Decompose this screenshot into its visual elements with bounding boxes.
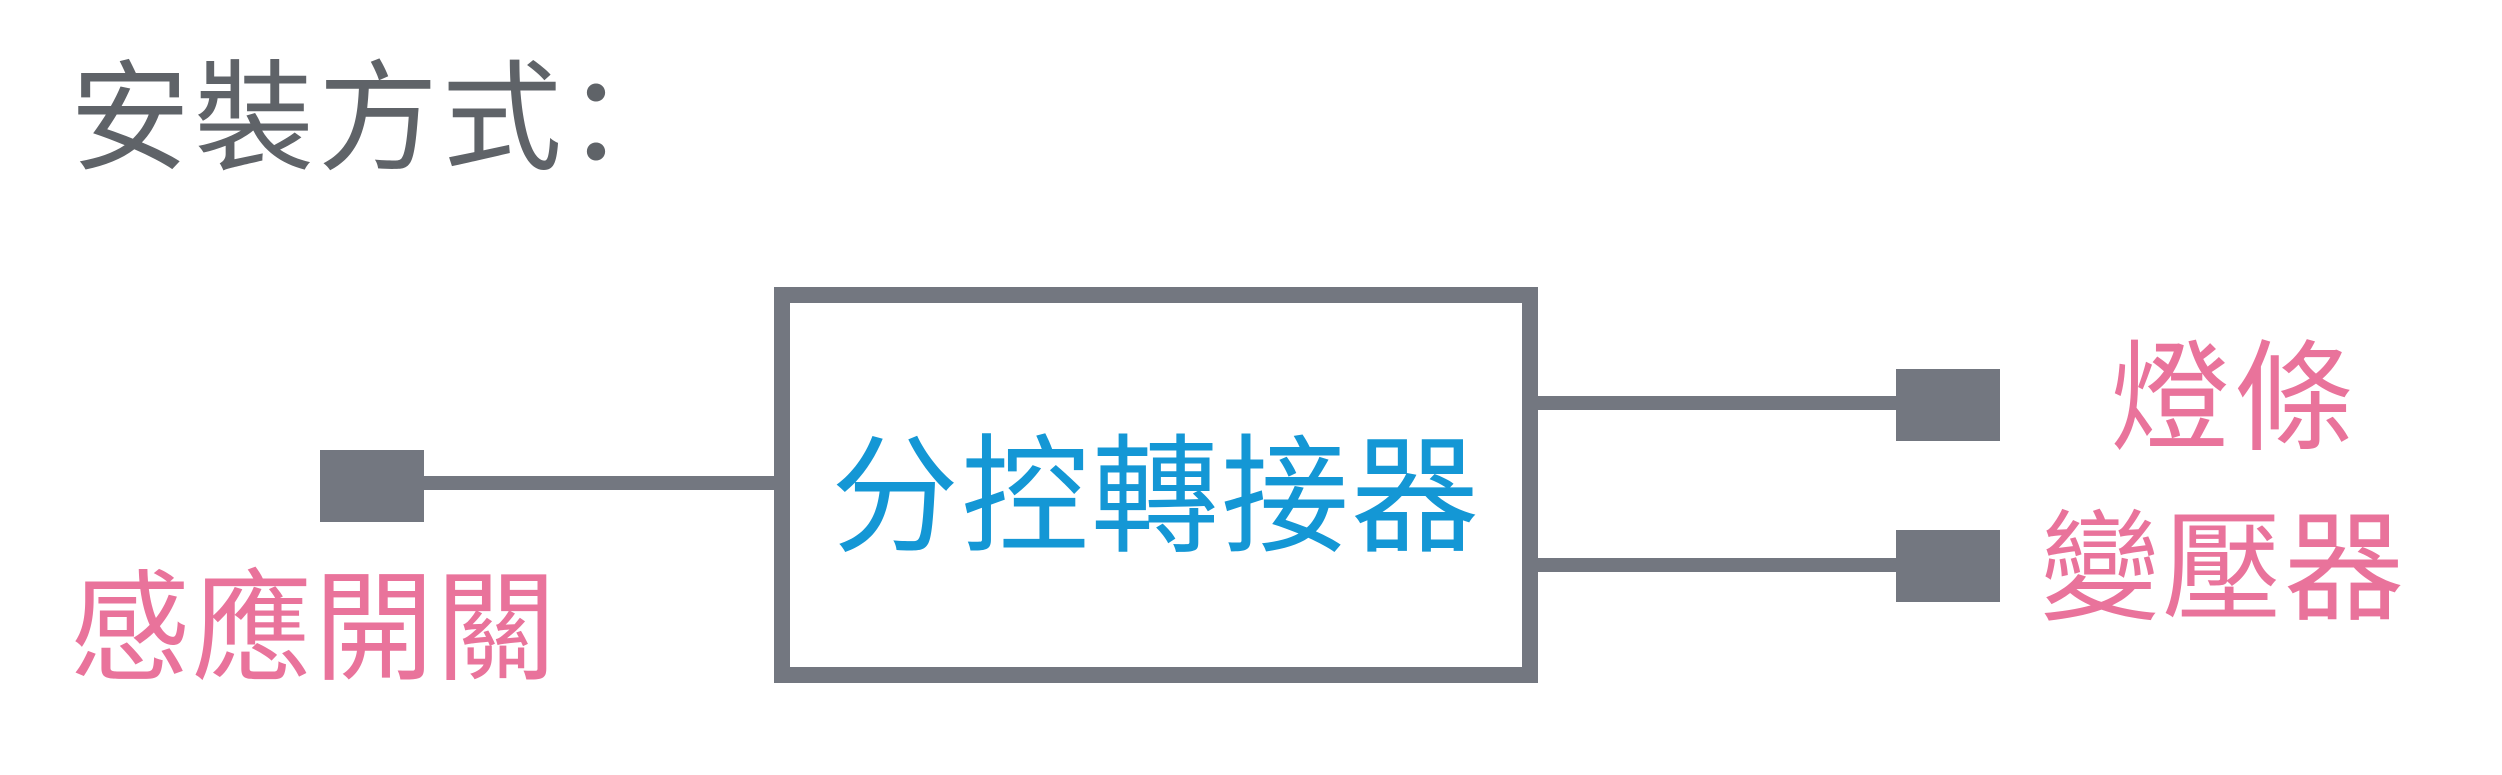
input-connector <box>320 450 424 522</box>
light-strip-label: 燈條 <box>2110 330 2358 469</box>
sensor-switch-label: 感應開關 <box>70 560 558 699</box>
adapter-label: 分控轉接器 <box>830 422 1481 572</box>
transformer-label: 變壓器 <box>2040 500 2406 639</box>
heading-title: 安裝方式： <box>70 50 690 189</box>
output-connector-top <box>1896 369 2000 441</box>
output-connector-bottom <box>1896 530 2000 602</box>
